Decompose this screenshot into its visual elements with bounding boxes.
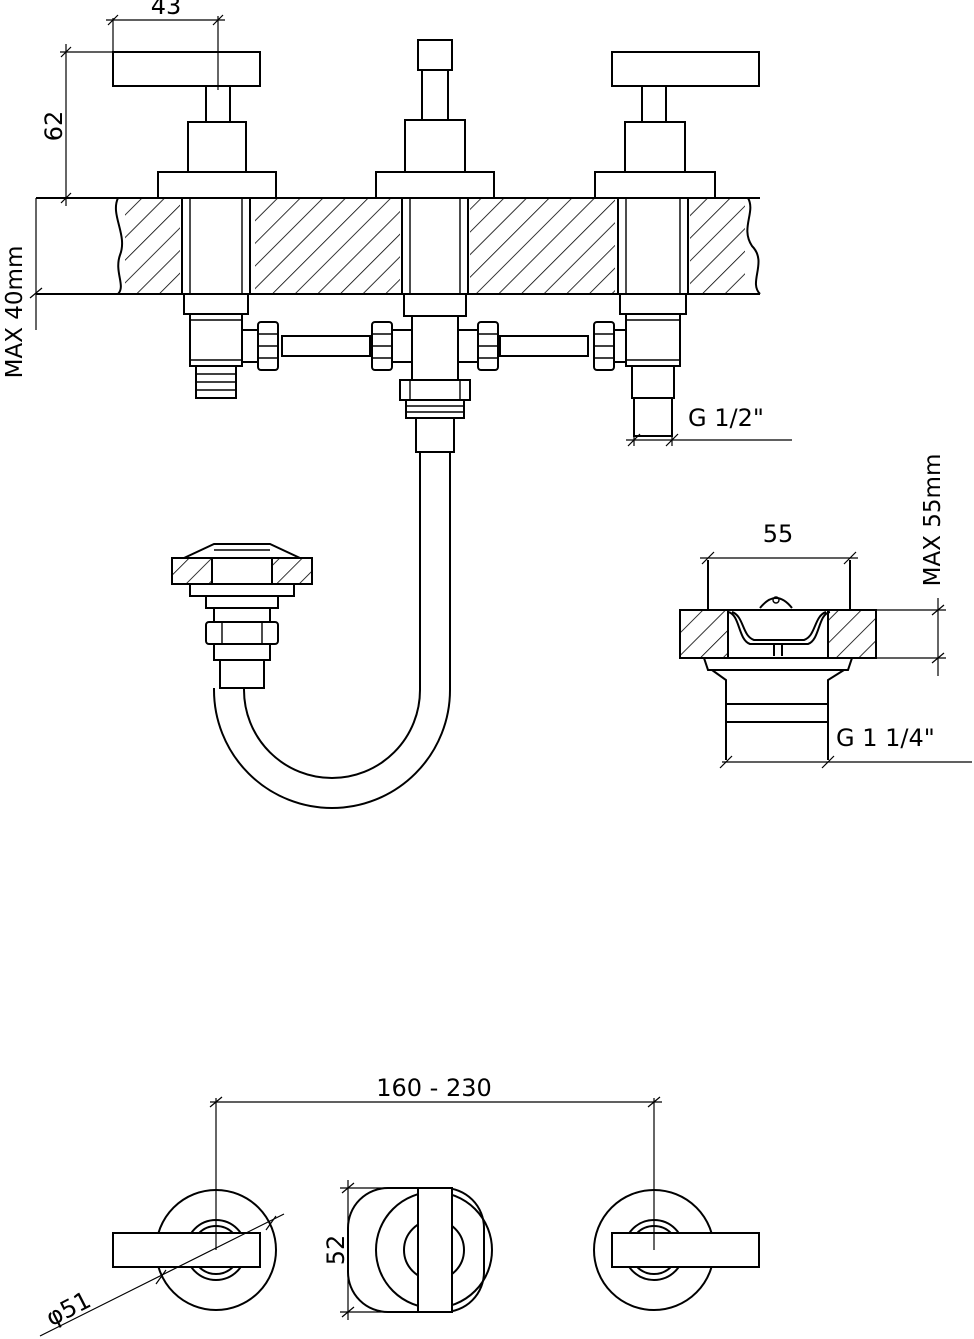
deck-section	[36, 197, 761, 295]
connection-pipes	[241, 321, 627, 371]
dim-drain-width: 55	[763, 520, 794, 548]
dim-center-distance: 160 - 230	[376, 1074, 492, 1102]
dim-handle-width: 43	[151, 0, 182, 20]
left-valve	[112, 51, 277, 399]
dim-spout-base: 52	[322, 1235, 350, 1266]
dim-drain-thread: G 1 1/4"	[836, 724, 935, 752]
dim-max-drain: MAX 55mm	[920, 454, 946, 587]
center-spout	[375, 39, 495, 453]
plan-left-handle	[112, 1189, 277, 1311]
plan-spout	[347, 1187, 493, 1313]
dimension-lines	[29, 14, 972, 769]
dim-inlet-thread: G 1/2"	[688, 404, 764, 432]
dim-max-deck: MAX 40mm	[2, 246, 28, 379]
right-valve	[594, 51, 760, 437]
popup-waste	[171, 543, 313, 689]
flex-hose	[213, 452, 451, 809]
dim-handle-height: 62	[40, 111, 68, 142]
plan-dimension-lines	[39, 1096, 662, 1337]
dim-rosette-diameter: φ51	[41, 1286, 95, 1332]
plan-right-handle	[593, 1189, 760, 1311]
